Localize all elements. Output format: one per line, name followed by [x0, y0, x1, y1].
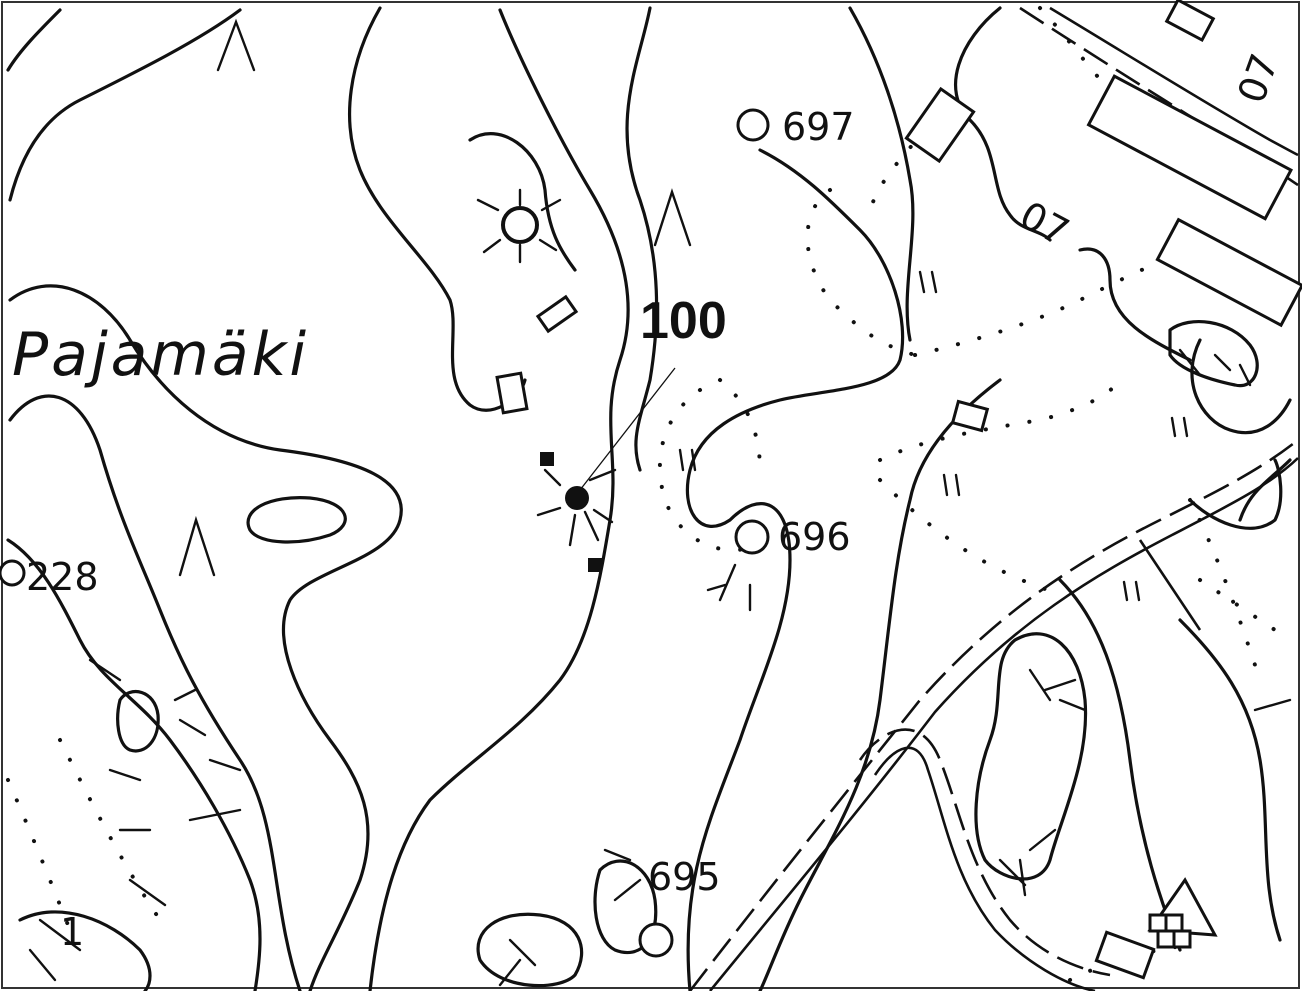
spot-height: 228 — [26, 555, 99, 599]
boulder — [638, 922, 674, 958]
point-label: 100 — [640, 292, 727, 350]
spot-height: 1 — [60, 910, 84, 954]
building — [950, 399, 990, 433]
building — [904, 86, 976, 164]
place-name: Pajamäki — [12, 320, 309, 390]
survey-marker — [588, 558, 602, 572]
trig-point — [565, 486, 589, 510]
rock-symbols — [178, 18, 1189, 602]
leader-line — [579, 367, 676, 491]
boulder — [736, 108, 770, 142]
building — [1155, 217, 1302, 328]
survey-marker — [540, 452, 554, 466]
road — [688, 6, 1299, 991]
building — [1094, 930, 1156, 980]
boulder — [0, 559, 26, 587]
spot-height: 695 — [648, 855, 721, 899]
boulders — [0, 108, 1292, 987]
boulder — [734, 519, 770, 555]
building-cluster — [1148, 913, 1192, 949]
spot-height: 697 — [782, 105, 855, 149]
building — [1164, 0, 1216, 43]
building — [535, 294, 579, 334]
buildings — [495, 0, 1302, 980]
building — [495, 371, 529, 415]
building — [1086, 74, 1293, 221]
spot-height: 696 — [778, 515, 851, 559]
boulder — [501, 206, 539, 244]
